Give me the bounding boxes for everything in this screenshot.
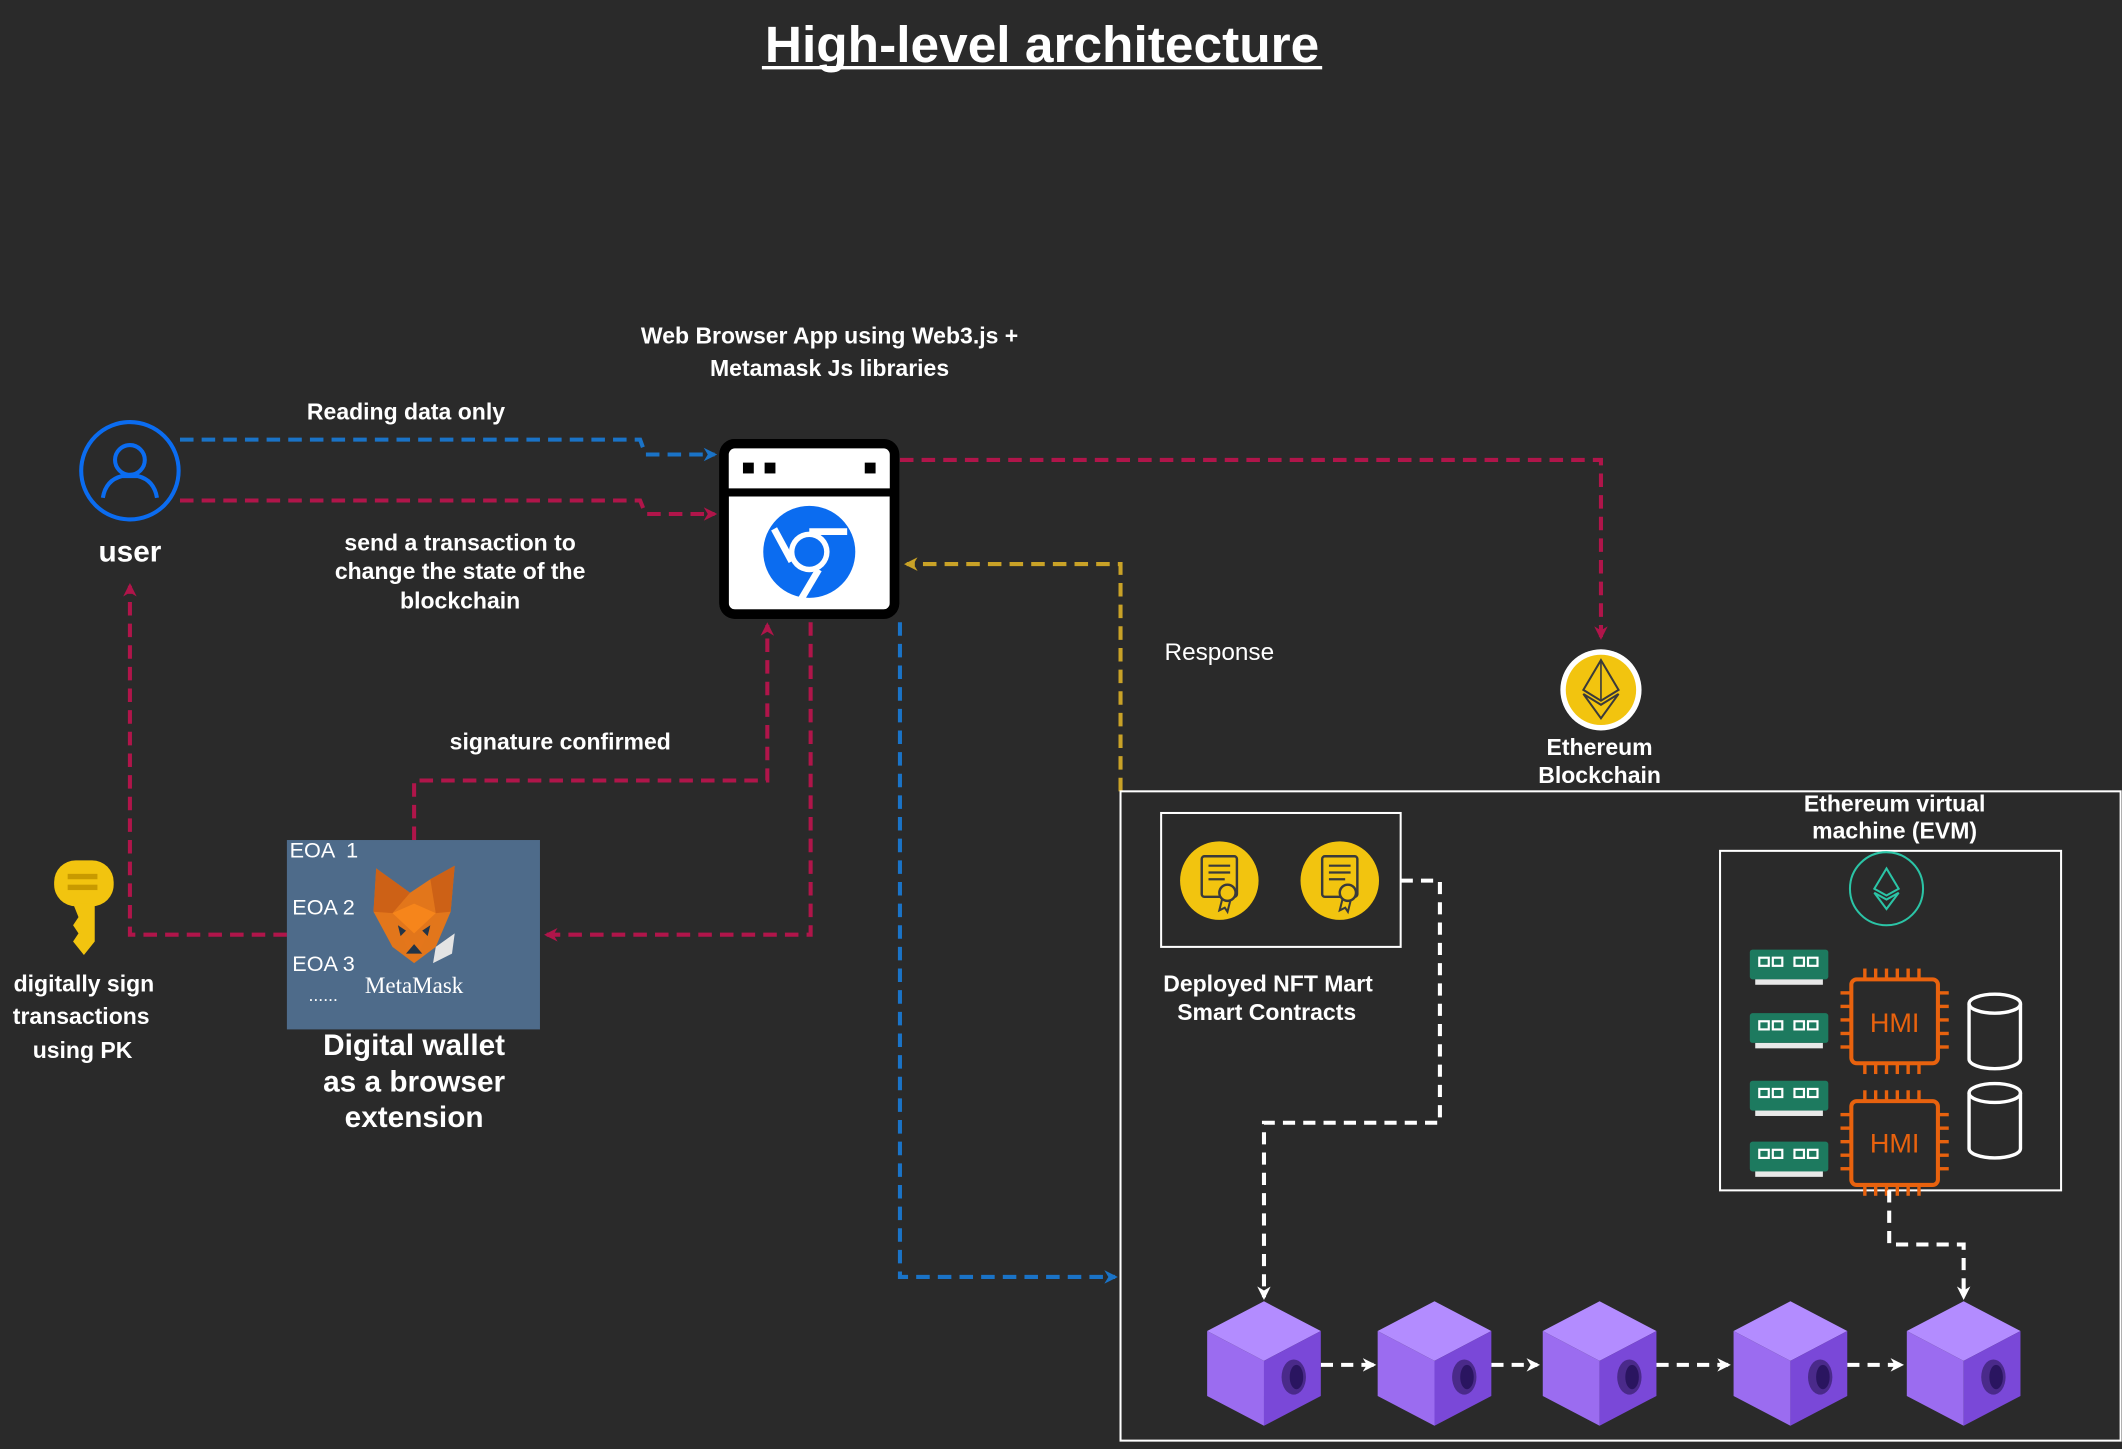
block-cube-icon[interactable]	[1733, 1301, 1848, 1426]
certificate-icon	[1178, 840, 1260, 922]
block-cube-icon[interactable]	[1906, 1301, 2021, 1426]
web-app-title-line1: Web Browser App using Web3.js +	[641, 323, 1018, 349]
key-label-line1: digitally sign	[14, 971, 155, 997]
ethereum-label-line1: Ethereum	[1547, 734, 1653, 760]
web-app-title-line2: Metamask Js libraries	[710, 355, 949, 381]
contracts-to-chain-arrow	[1257, 878, 1442, 1300]
user-label: user	[98, 535, 161, 568]
chip-label: HMI	[1870, 1008, 1920, 1038]
send-transaction-arrow	[179, 498, 718, 521]
chip-label: HMI	[1870, 1129, 1920, 1159]
certificate-icon	[1299, 840, 1381, 922]
eoa-1-label: EOA 1	[290, 838, 359, 863]
page-title: High-level architecture	[765, 15, 1319, 73]
evm-label-line2: machine (EVM)	[1812, 818, 1977, 844]
browser-to-ethereum-arrow	[899, 457, 1608, 640]
cpu-chip-icon: HMI	[1840, 968, 1949, 1075]
database-cylinder-icon	[1967, 992, 2023, 1071]
browser-to-blockchain-arrow	[897, 622, 1118, 1284]
evm-label-line1: Ethereum virtual	[1804, 791, 1986, 817]
ethereum-coin-icon[interactable]	[1560, 649, 1642, 731]
eoa-more-label: ......	[309, 985, 338, 1005]
metamask-wallet[interactable]: EOA 1 EOA 2 EOA 3 ...... MetaMask	[286, 838, 540, 1030]
ram-module-icon	[1748, 1012, 1830, 1050]
blockchain-network-container	[1119, 790, 2122, 1442]
signature-confirmed-label: signature confirmed	[450, 728, 671, 754]
signature-confirmed-arrow	[412, 622, 775, 841]
wallet-caption-line3: extension	[345, 1101, 484, 1134]
contracts-label-line2: Smart Contracts	[1177, 999, 1356, 1025]
block-cube-icon[interactable]	[1377, 1301, 1492, 1426]
metamask-fox-icon	[373, 865, 455, 964]
ram-module-icon	[1748, 948, 1830, 986]
ram-module-icon	[1748, 1079, 1830, 1118]
chrome-icon	[763, 505, 856, 601]
contracts-label-line1: Deployed NFT Mart	[1163, 971, 1373, 997]
block-cube-icon[interactable]	[1207, 1301, 1321, 1426]
send-transaction-label-line1: send a transaction to	[344, 530, 575, 556]
evm-to-chain-arrow	[1887, 1190, 1971, 1300]
user-icon[interactable]	[79, 420, 181, 522]
send-transaction-label-line2: change the state of the	[335, 558, 586, 584]
send-transaction-label-line3: blockchain	[400, 588, 520, 614]
wallet-caption-line1: Digital wallet	[323, 1029, 505, 1062]
reading-data-arrow	[179, 437, 718, 462]
wallet-caption-line2: as a browser	[323, 1066, 505, 1099]
eoa-2-label: EOA 2	[292, 894, 355, 919]
block-cube-icon[interactable]	[1542, 1301, 1657, 1426]
key-icon	[54, 860, 114, 956]
browser-to-wallet-arrow	[544, 622, 813, 942]
ethereum-outline-icon	[1848, 851, 1925, 927]
key-label-line2: transactions	[13, 1003, 150, 1029]
response-arrow	[904, 557, 1123, 792]
cpu-chip-icon: HMI	[1840, 1090, 1949, 1196]
key-label-line3: using PK	[33, 1037, 133, 1063]
reading-data-label: Reading data only	[307, 398, 505, 424]
ram-module-icon	[1748, 1140, 1830, 1178]
ethereum-label-line2: Blockchain	[1538, 762, 1661, 788]
eoa-3-label: EOA 3	[292, 951, 355, 976]
database-cylinder-icon	[1967, 1081, 2023, 1160]
response-label: Response	[1164, 639, 1274, 666]
wallet-to-user-arrow	[123, 583, 287, 937]
metamask-brand: MetaMask	[365, 973, 464, 998]
